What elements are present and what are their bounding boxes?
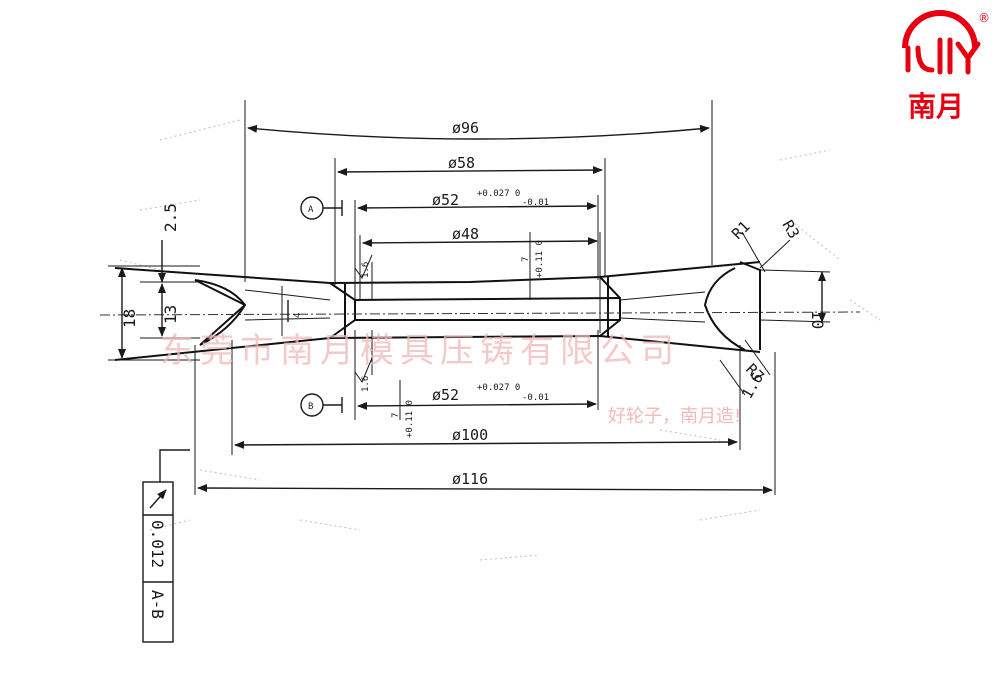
runout-icon xyxy=(149,489,167,509)
label-d116: ø116 xyxy=(452,470,488,488)
nanyue-logo: 南月 ® xyxy=(902,10,990,123)
label-d52-top: ø52 xyxy=(432,191,459,209)
dim-line-d52-top xyxy=(357,202,597,212)
label-h7-top-tol: +0.11 0 xyxy=(535,240,545,278)
dimension-lines xyxy=(118,124,826,494)
dim-line-d48 xyxy=(362,237,598,247)
dimension-labels: ø96 ø58 ø52 +0.027 0 -0.01 ø48 ø52 +0.02… xyxy=(120,119,827,488)
surface-finish-marks xyxy=(354,254,373,384)
label-d52-top-tol: +0.027 0 xyxy=(477,189,520,199)
finish-mark-icon xyxy=(354,254,373,280)
label-finish-bottom: 1.6 xyxy=(361,376,371,392)
fcf-datum-ref: A-B xyxy=(148,590,167,619)
datum-b: B xyxy=(300,393,343,417)
dim-line-d52-bottom xyxy=(357,400,597,410)
watermark-slogan: 好轮子，南月造! xyxy=(608,406,741,427)
datum-a-label: A xyxy=(308,205,314,215)
dim-line-d58 xyxy=(337,166,603,176)
label-d100: ø100 xyxy=(452,426,488,444)
label-d96: ø96 xyxy=(452,119,479,137)
label-h7-bottom-tol: +0.11 0 xyxy=(405,400,415,438)
wheel-section-profile xyxy=(99,261,861,361)
dim-line-d116 xyxy=(197,484,773,494)
fcf-tolerance: 0.012 xyxy=(148,520,167,568)
label-r3: R3 xyxy=(779,217,804,242)
label-h7-top: 7 xyxy=(521,257,531,262)
label-d52-top-tol2: -0.01 xyxy=(522,198,549,208)
feature-control-frame: 0.012 A-B xyxy=(142,449,190,643)
watermark-company-name: 东莞市南月模具压铸有限公司 xyxy=(160,331,680,371)
extension-lines xyxy=(108,100,831,495)
label-h10: 10 xyxy=(808,310,827,329)
label-d48: ø48 xyxy=(452,225,479,243)
dim-line-d100 xyxy=(234,438,738,449)
datum-a: A xyxy=(300,196,343,220)
label-h2-5: 2.5 xyxy=(161,203,180,232)
label-d52-bottom-tol2: -0.01 xyxy=(522,393,549,403)
label-h7-bottom: 7 xyxy=(391,413,401,418)
logo-emblem-icon xyxy=(902,10,978,49)
label-d52-bottom: ø52 xyxy=(432,386,459,404)
label-h18: 18 xyxy=(120,309,139,328)
label-d52-bottom-tol: +0.027 0 xyxy=(477,383,520,393)
dim-line-d96 xyxy=(247,124,710,140)
logo-wordmark: 南月 xyxy=(908,90,964,123)
finish-mark-icon xyxy=(354,357,373,384)
label-h13: 13 xyxy=(161,305,180,324)
label-d58: ø58 xyxy=(448,154,475,172)
company-watermark: 东莞市南月模具压铸有限公司 好轮子，南月造! xyxy=(160,331,741,427)
label-r1: R1 xyxy=(728,217,754,243)
datum-b-label: B xyxy=(308,402,313,412)
label-h4: 4 xyxy=(293,313,303,318)
registered-mark: ® xyxy=(978,11,990,25)
scan-noise xyxy=(119,119,881,561)
